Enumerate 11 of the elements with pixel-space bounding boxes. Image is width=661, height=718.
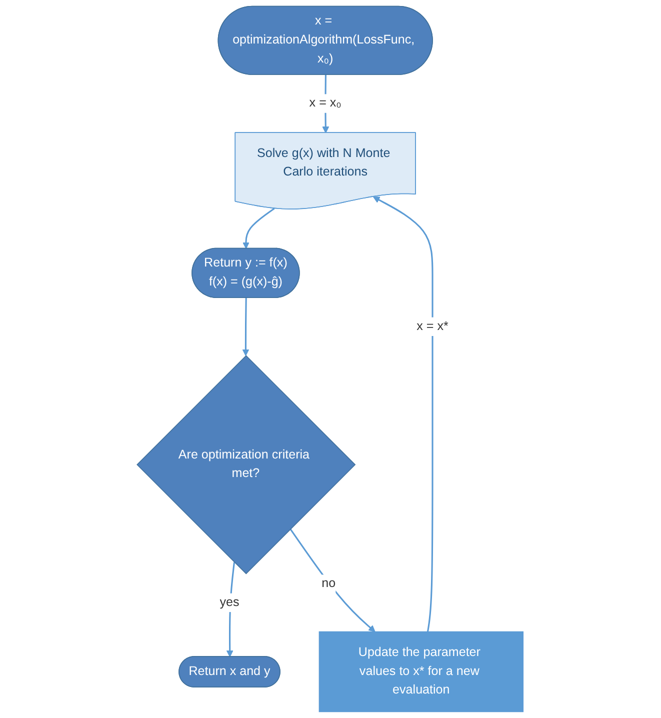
- edge-label: no: [322, 577, 336, 590]
- edge-label: x = x*: [417, 320, 449, 333]
- node-box: Update the parameter values to x* for a new evaluation: [319, 631, 524, 712]
- arrow: [373, 196, 434, 632]
- arrow: [242, 208, 276, 249]
- node-diamond: Are optimization criteria met?: [136, 355, 356, 574]
- arrow: [226, 562, 236, 658]
- edge-label: yes: [220, 596, 240, 609]
- arrow: [242, 298, 250, 356]
- arrow: [290, 528, 376, 632]
- edge-label: x = x₀: [310, 96, 342, 110]
